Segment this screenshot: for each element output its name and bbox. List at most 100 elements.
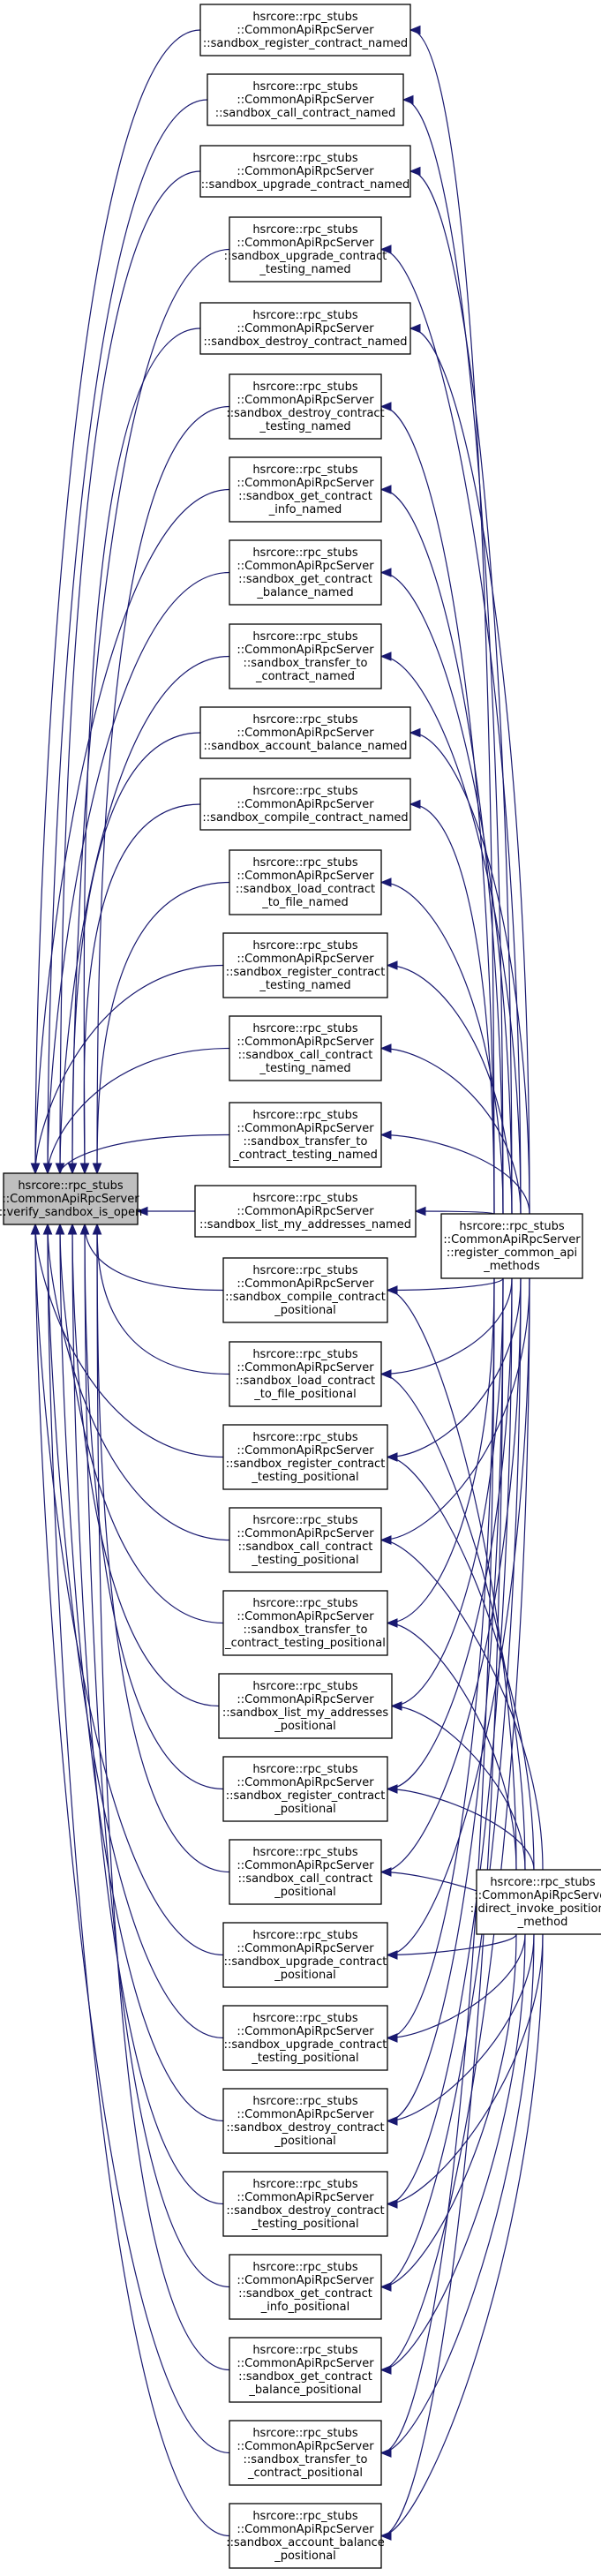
node-label-line: _to_file_positional: [253, 1388, 356, 1401]
node-label-line: _contract_positional: [247, 2467, 363, 2480]
function-node[interactable]: hsrcore::rpc_stubs::CommonApiRpcServer::…: [199, 778, 411, 831]
node-label-line: hsrcore::rpc_stubs: [18, 1179, 124, 1193]
function-node[interactable]: hsrcore::rpc_stubs::CommonApiRpcServer::…: [226, 2503, 385, 2569]
node-box: [222, 1424, 388, 1490]
function-node[interactable]: hsrcore::rpc_stubs::CommonApiRpcServer::…: [229, 1102, 382, 1168]
node-box: [229, 2503, 382, 2569]
arrowhead: [379, 485, 392, 494]
edge-method-to-focus: [34, 1224, 230, 2454]
node-label-line: ::CommonApiRpcServer: [237, 2357, 374, 2370]
edge-register-to-method: [380, 1277, 530, 2371]
function-node[interactable]: hsrcore::rpc_stubs::CommonApiRpcServer::…: [199, 302, 411, 355]
node-label-line: ::CommonApiRpcServer: [237, 477, 374, 490]
edge-method-to-focus: [71, 1224, 220, 1707]
node-label-line: ::CommonApiRpcServer: [237, 1776, 374, 1789]
edge-register-to-method: [387, 1277, 504, 1292]
node-label-line: _contract_named: [255, 670, 355, 683]
node-label-line: hsrcore::rpc_stubs: [252, 1514, 358, 1527]
node-label-line: ::CommonApiRpcServer: [237, 1693, 374, 1706]
node-label-line: ::CommonApiRpcServer: [237, 1527, 374, 1540]
function-node[interactable]: hsrcore::rpc_stubs::CommonApiRpcServer::…: [440, 1213, 583, 1279]
function-node[interactable]: hsrcore::rpc_stubs::CommonApiRpcServer::…: [222, 1424, 388, 1490]
node-label-line: _positional: [274, 1720, 336, 1733]
edge-register-to-method: [380, 881, 504, 1215]
function-node[interactable]: hsrcore::rpc_stubs::CommonApiRpcServer::…: [229, 1839, 382, 1905]
arrowhead: [390, 1701, 402, 1711]
function-node[interactable]: hsrcore::rpc_stubs::CommonApiRpcServer::…: [222, 932, 388, 998]
node-label-line: ::CommonApiRpcServer: [237, 2274, 374, 2287]
node-label-line: ::CommonApiRpcServer: [2, 1193, 139, 1206]
function-node[interactable]: hsrcore::rpc_stubs::CommonApiRpcServer::…: [222, 2171, 388, 2237]
function-node[interactable]: hsrcore::rpc_stubs::CommonApiRpcServer::…: [199, 4, 411, 56]
node-box: [199, 302, 411, 355]
function-node[interactable]: hsrcore::rpc_stubs::CommonApiRpcServer::…: [229, 623, 382, 689]
edge-direct-to-method: [387, 1933, 535, 2122]
arrowhead: [386, 1452, 398, 1462]
function-node[interactable]: hsrcore::rpc_stubs::CommonApiRpcServer::…: [222, 2005, 388, 2071]
edge-method-to-focus: [83, 803, 201, 1174]
focus-node[interactable]: hsrcore::rpc_stubs::CommonApiRpcServer::…: [0, 1172, 142, 1225]
node-label-line: _testing_named: [259, 420, 350, 433]
edge-method-to-focus: [47, 1047, 230, 1174]
edge-method-to-focus: [47, 571, 230, 1174]
function-node[interactable]: hsrcore::rpc_stubs::CommonApiRpcServer::…: [229, 1507, 382, 1573]
node-box: [229, 1341, 382, 1407]
node-box: [229, 1015, 382, 1081]
edge-method-to-focus: [47, 99, 208, 1174]
edge-register-to-method: [409, 803, 495, 1215]
node-box: [229, 623, 382, 689]
node-label-line: hsrcore::rpc_stubs: [252, 309, 358, 322]
arrowhead: [55, 1163, 65, 1175]
node-label-line: _positional: [274, 1886, 336, 1899]
arrowhead: [379, 1535, 392, 1545]
node-label-line: ::sandbox_transfer_to: [244, 657, 368, 670]
node-box: [229, 216, 382, 282]
function-node[interactable]: hsrcore::rpc_stubs::CommonApiRpcServer::…: [229, 456, 382, 523]
arrowhead: [386, 2033, 398, 2043]
function-node[interactable]: hsrcore::rpc_stubs::CommonApiRpcServer::…: [199, 706, 411, 759]
arrowhead: [379, 2282, 392, 2292]
function-node[interactable]: hsrcore::rpc_stubs::CommonApiRpcServer::…: [207, 73, 404, 126]
arrowhead: [379, 1130, 392, 1140]
node-label-line: ::sandbox_register_contract: [226, 1789, 386, 1803]
function-node[interactable]: hsrcore::rpc_stubs::CommonApiRpcServer::…: [222, 2088, 388, 2154]
function-node[interactable]: hsrcore::rpc_stubs::CommonApiRpcServer::…: [222, 1590, 388, 1656]
node-label-line: ::sandbox_get_contract: [238, 2287, 372, 2301]
function-node[interactable]: hsrcore::rpc_stubs::CommonApiRpcServer::…: [229, 539, 382, 606]
edge-method-to-focus: [34, 488, 230, 1174]
edge-register-to-method: [387, 1277, 495, 1624]
node-box: [222, 1922, 388, 1988]
node-label-line: ::sandbox_account_balance: [226, 2536, 384, 2550]
node-box: [440, 1213, 583, 1279]
function-node[interactable]: hsrcore::rpc_stubs::CommonApiRpcServer::…: [194, 1185, 417, 1238]
node-box: [229, 1507, 382, 1573]
node-label-line: ::CommonApiRpcServer: [237, 1942, 374, 1955]
arrowhead: [409, 799, 421, 810]
function-node[interactable]: hsrcore::rpc_stubs::CommonApiRpcServer::…: [229, 849, 382, 915]
function-node[interactable]: hsrcore::rpc_stubs::CommonApiRpcServer::…: [222, 1257, 388, 1323]
function-node[interactable]: hsrcore::rpc_stubs::CommonApiRpcServer::…: [229, 1015, 382, 1081]
edge-register-to-method: [387, 1277, 513, 1790]
edge-register-to-method: [380, 488, 504, 1215]
node-label-line: _method: [517, 1916, 568, 1929]
node-label-line: _positional: [274, 1803, 336, 1816]
node-box: [229, 2420, 382, 2486]
node-label-line: hsrcore::rpc_stubs: [252, 1431, 358, 1444]
function-node[interactable]: hsrcore::rpc_stubs::CommonApiRpcServer::…: [229, 2420, 382, 2486]
function-node[interactable]: hsrcore::rpc_stubs::CommonApiRpcServer::…: [470, 1869, 601, 1935]
function-node[interactable]: hsrcore::rpc_stubs::CommonApiRpcServer::…: [222, 1922, 388, 1988]
node-label-line: ::CommonApiRpcServer: [237, 560, 374, 573]
function-node[interactable]: hsrcore::rpc_stubs::CommonApiRpcServer::…: [218, 1673, 393, 1739]
function-node[interactable]: hsrcore::rpc_stubs::CommonApiRpcServer::…: [229, 1341, 382, 1407]
node-label-line: ::sandbox_upgrade_contract: [224, 2038, 387, 2052]
function-node[interactable]: hsrcore::rpc_stubs::CommonApiRpcServer::…: [229, 2254, 382, 2320]
function-node[interactable]: hsrcore::rpc_stubs::CommonApiRpcServer::…: [199, 145, 411, 198]
node-label-line: ::direct_invoke_positional: [470, 1902, 601, 1916]
function-node[interactable]: hsrcore::rpc_stubs::CommonApiRpcServer::…: [224, 216, 387, 282]
function-node[interactable]: hsrcore::rpc_stubs::CommonApiRpcServer::…: [229, 2337, 382, 2403]
function-node[interactable]: hsrcore::rpc_stubs::CommonApiRpcServer::…: [226, 373, 385, 440]
function-node[interactable]: hsrcore::rpc_stubs::CommonApiRpcServer::…: [222, 1756, 388, 1822]
edge-method-to-focus: [96, 1224, 230, 2371]
edge-method-to-focus: [59, 1224, 224, 2122]
node-box: [222, 1590, 388, 1656]
